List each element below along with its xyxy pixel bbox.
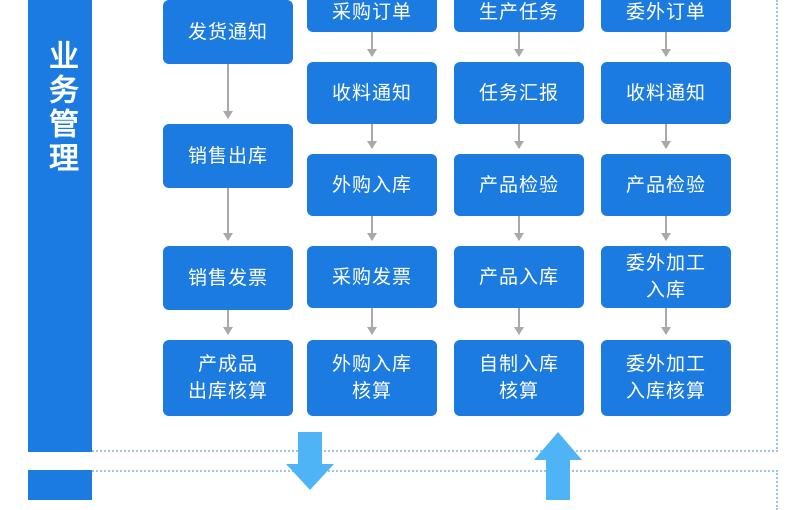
flow-box-production-2: 任务汇报: [454, 62, 584, 124]
flow-box-purchase-4: 采购发票: [307, 246, 437, 308]
down-arrow-icon: [286, 432, 334, 490]
connector-arrow-icon: [223, 64, 233, 119]
section-frame: [92, 0, 778, 452]
flow-box-sales-1: 发货通知: [163, 0, 293, 64]
flow-box-sales-2: 销售出库: [163, 124, 293, 188]
connector-arrow-icon: [223, 188, 233, 241]
flow-box-production-1: 生产任务: [454, 0, 584, 32]
connector-arrow-icon: [367, 216, 377, 241]
business-management-bar: [28, 0, 92, 452]
bottom-section-bar: [28, 470, 92, 500]
connector-arrow-icon: [514, 216, 524, 241]
flow-box-outsourcing-1: 委外订单: [601, 0, 731, 32]
bottom-section-frame: [92, 470, 778, 510]
connector-arrow-icon: [367, 308, 377, 335]
flow-box-purchase-2: 收料通知: [307, 62, 437, 124]
connector-arrow-icon: [514, 32, 524, 57]
flow-box-outsourcing-3: 产品检验: [601, 154, 731, 216]
connector-arrow-icon: [367, 32, 377, 57]
flow-box-outsourcing-4: 委外加工 入库: [601, 246, 731, 308]
connector-arrow-icon: [367, 124, 377, 149]
flow-box-purchase-1: 采购订单: [307, 0, 437, 32]
flow-box-outsourcing-2: 收料通知: [601, 62, 731, 124]
flow-box-production-3: 产品检验: [454, 154, 584, 216]
connector-arrow-icon: [514, 124, 524, 149]
flow-box-sales-4: 产成品 出库核算: [163, 340, 293, 416]
flow-box-purchase-5: 外购入库 核算: [307, 340, 437, 416]
connector-arrow-icon: [223, 310, 233, 335]
connector-arrow-icon: [514, 308, 524, 335]
connector-arrow-icon: [661, 124, 671, 149]
flow-box-outsourcing-5: 委外加工 入库核算: [601, 340, 731, 416]
connector-arrow-icon: [661, 32, 671, 57]
flow-box-production-5: 自制入库 核算: [454, 340, 584, 416]
up-arrow-icon: [534, 432, 582, 500]
flow-box-purchase-3: 外购入库: [307, 154, 437, 216]
connector-arrow-icon: [661, 216, 671, 241]
flow-box-sales-3: 销售发票: [163, 246, 293, 310]
side-title: 业务管理: [43, 40, 78, 176]
flow-box-production-4: 产品入库: [454, 246, 584, 308]
connector-arrow-icon: [661, 308, 671, 335]
